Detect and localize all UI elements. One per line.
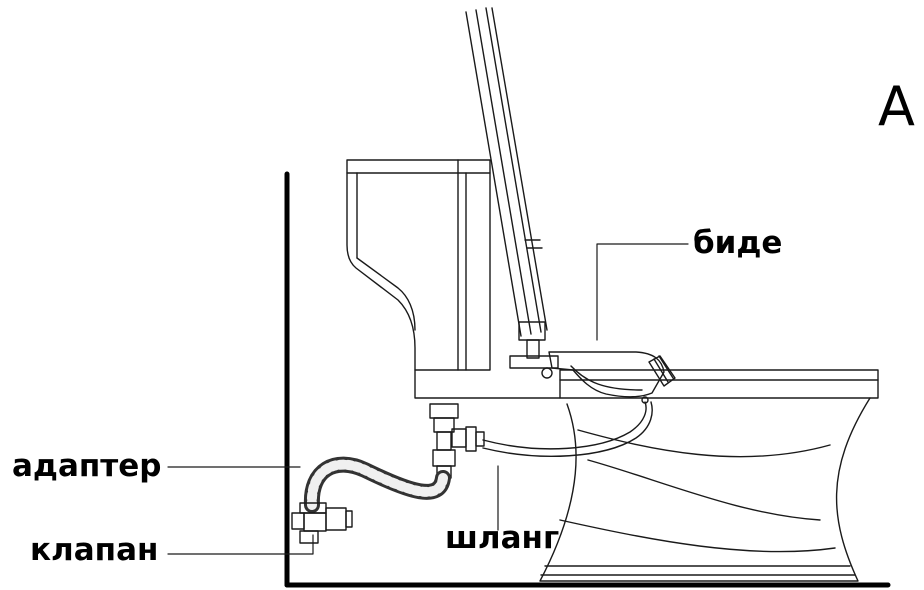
- label-bidet: биде: [693, 225, 783, 261]
- shutoff-valve: [291, 502, 353, 544]
- t-adapter: [429, 403, 485, 479]
- label-adapter: адаптер: [12, 448, 162, 484]
- braided-supply-line: [303, 456, 451, 513]
- toilet-seat: [559, 369, 879, 399]
- toilet-tank: [346, 159, 561, 399]
- toilet-bowl: [539, 397, 871, 582]
- toilet-lid: [465, 7, 559, 379]
- bidet-hose: [482, 401, 653, 457]
- label-hose: шланг: [445, 520, 560, 556]
- bidet-attachment: [548, 351, 676, 404]
- leader-lines: [167, 243, 689, 555]
- label-valve: клапан: [30, 532, 159, 568]
- wall-and-floor: [284, 171, 891, 588]
- figure-letter: A: [878, 75, 915, 138]
